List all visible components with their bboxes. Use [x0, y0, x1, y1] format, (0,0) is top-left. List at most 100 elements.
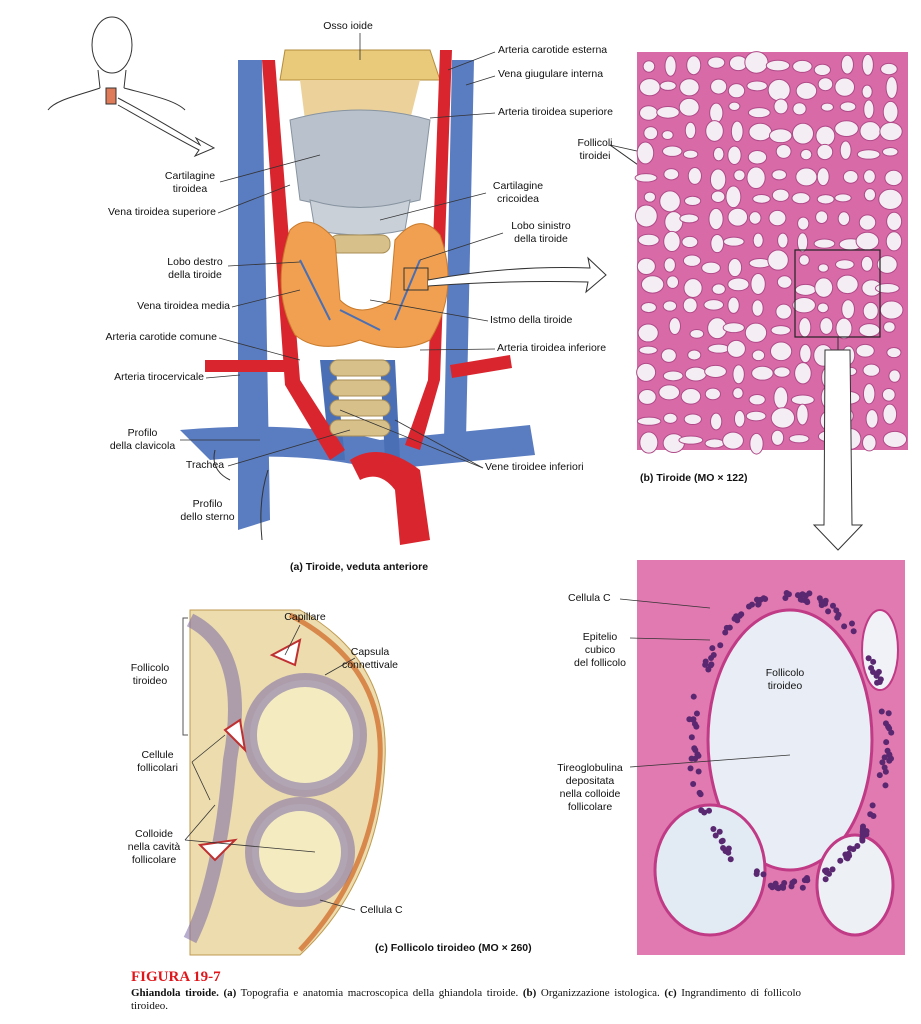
- follicle-mark: [658, 384, 681, 401]
- follicle-mark: [661, 130, 674, 141]
- nucleus-mark: [690, 716, 697, 723]
- follicle-mark: [679, 213, 699, 224]
- nucleus-mark: [712, 832, 719, 839]
- follicle-mark: [886, 211, 903, 232]
- nucleus-mark: [837, 857, 844, 864]
- label-capillare: Capillare: [284, 611, 326, 623]
- follicle-mark: [728, 101, 741, 111]
- nucleus-mark: [806, 590, 813, 597]
- label-vena-tiroidea-media: Vena tiroidea media: [137, 300, 230, 312]
- follicle-mark: [863, 99, 875, 120]
- nucleus-mark: [733, 613, 740, 620]
- nucleus-mark: [719, 837, 726, 844]
- follicle-mark: [708, 207, 724, 231]
- follicle-mark: [636, 362, 657, 382]
- label-vena-giugulare-interna: Vena giugulare interna: [498, 68, 604, 80]
- nucleus-mark: [876, 772, 883, 779]
- nucleus-mark: [738, 611, 745, 618]
- label-profilo-clavicola: Profilo della clavicola: [109, 427, 176, 452]
- follicle-mark: [634, 204, 658, 228]
- follicle-mark: [816, 194, 835, 205]
- follicle-mark: [710, 190, 726, 203]
- follicle-mark: [817, 263, 829, 273]
- follicle-mark: [727, 145, 742, 165]
- label-follicoli-tiroidei: Follicoli tiroidei: [577, 137, 613, 162]
- nucleus-mark: [801, 877, 808, 884]
- follicle-mark: [682, 254, 702, 267]
- follicle-mark: [881, 387, 896, 402]
- nucleus-mark: [883, 739, 890, 746]
- follicle-mark: [682, 149, 699, 159]
- follicle-mark: [639, 78, 661, 97]
- follicle-mark: [747, 149, 768, 165]
- label-cartilagine-cricoidea: Cartilagine cricoidea: [492, 180, 544, 205]
- label-cellula-c-micrograph: Cellula C: [568, 592, 611, 604]
- follicle-mark: [636, 257, 656, 275]
- follicle-mark: [732, 387, 744, 400]
- follicle-mark: [842, 170, 859, 184]
- follicle-mark: [687, 349, 702, 361]
- follicle-mark: [840, 54, 854, 75]
- follicle-mark: [792, 59, 813, 73]
- follicle-mark: [792, 102, 807, 116]
- follicle-mark: [723, 236, 745, 247]
- follicle-mark: [839, 140, 852, 160]
- follicle-mark: [748, 393, 766, 406]
- follicle-mark: [682, 297, 698, 314]
- follicle-mark: [662, 370, 684, 382]
- follicle-mark: [888, 369, 901, 383]
- figure-title: FIGURA 19-7: [131, 969, 221, 985]
- follicle-mark: [874, 282, 900, 294]
- label-trachea: Trachea: [185, 459, 225, 471]
- follicle-mark: [865, 409, 879, 429]
- nucleus-mark: [707, 662, 714, 669]
- label-arteria-tiroidea-inferiore: Arteria tiroidea inferiore: [497, 342, 607, 354]
- follicle-mark: [746, 166, 766, 190]
- follicle-mark: [727, 258, 743, 278]
- follicle-mark: [662, 145, 683, 157]
- follicle-mark: [663, 168, 680, 181]
- follicle-mark: [659, 80, 677, 91]
- nucleus-mark: [846, 845, 853, 852]
- follicle-mark: [733, 410, 746, 428]
- follicle-mark: [856, 149, 881, 160]
- label-epitelio-cubico: Epitelio cubico del follicolo: [574, 631, 626, 669]
- follicle-mark: [643, 126, 659, 141]
- follicle-mark: [776, 275, 793, 289]
- follicle-mark: [704, 364, 727, 379]
- follicle-mark: [883, 321, 896, 333]
- follicle-mark: [642, 60, 656, 73]
- follicle-mark: [664, 211, 684, 233]
- follicle-mark: [835, 317, 853, 340]
- nucleus-mark: [804, 599, 811, 606]
- label-vene-tiroidee-inferiori: Vene tiroidee inferiori: [485, 461, 584, 473]
- follicle-mark: [744, 51, 769, 74]
- follicle-mark: [835, 259, 855, 270]
- nucleus-mark: [716, 828, 723, 835]
- figure-caption: Ghiandola tiroide. (a) Topografia e anat…: [131, 987, 801, 1013]
- follicle-mark: [791, 192, 811, 205]
- follicle-mark: [727, 207, 749, 227]
- follicle-mark: [748, 211, 762, 225]
- follicle-mark: [750, 273, 766, 295]
- label-arteria-tirocervicale: Arteria tirocervicale: [114, 371, 204, 383]
- follicle-mark: [800, 148, 813, 161]
- follicle-mark: [820, 102, 834, 112]
- nucleus-mark: [887, 755, 894, 762]
- follicle-mark: [884, 169, 903, 187]
- follicle-mark: [792, 296, 816, 314]
- follicle-mark: [640, 275, 665, 294]
- follicle-mark: [634, 173, 658, 183]
- nucleus-mark: [882, 782, 889, 789]
- follicle-mark: [775, 303, 793, 320]
- nucleus-mark: [695, 768, 702, 775]
- follicle-micrograph: [619, 560, 905, 955]
- nucleus-mark: [781, 879, 788, 886]
- follicle-mark: [813, 238, 836, 249]
- nucleus-mark: [690, 693, 697, 700]
- follicle-mark: [862, 383, 876, 405]
- label-colloide: Colloide nella cavità follicolare: [127, 828, 181, 866]
- follicle-mark: [748, 122, 773, 142]
- follicle-mark: [752, 194, 771, 204]
